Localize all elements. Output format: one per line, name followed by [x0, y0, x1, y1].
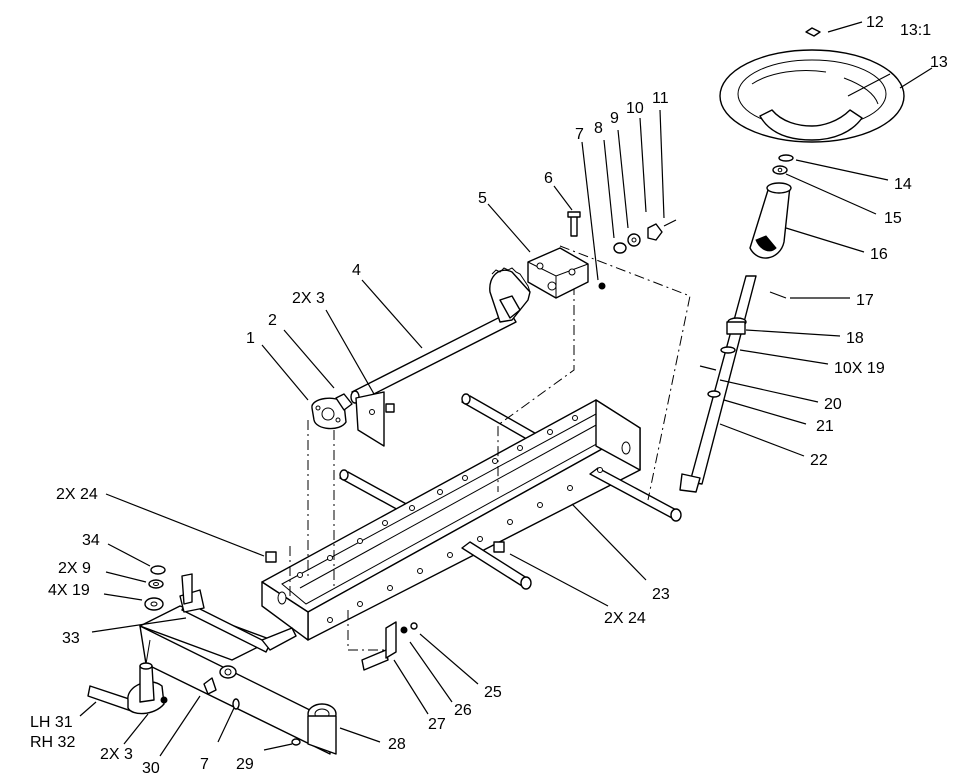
- callout-33: 33: [62, 630, 80, 647]
- callout-30: 30: [142, 760, 160, 777]
- callout-4: 4: [352, 262, 361, 279]
- callout-13-ratio: 13:1: [900, 22, 932, 39]
- tie-rod-33: [179, 573, 297, 653]
- steering-shaft-4: [350, 267, 531, 404]
- hardware-6-11: [567, 211, 677, 290]
- steering-column-22: [679, 275, 787, 493]
- callout-28: 28: [388, 736, 406, 753]
- leader-lines: [79, 21, 933, 757]
- callout-7-bottom: 7: [200, 756, 209, 773]
- callout-27: 27: [428, 716, 446, 733]
- frame-23: [261, 393, 682, 641]
- washer-stack-34-9-19: [144, 565, 166, 611]
- callout-2: 2: [268, 312, 277, 329]
- callout-5: 5: [478, 190, 487, 207]
- callout-11: 11: [652, 90, 669, 107]
- misc-small-parts: [203, 541, 505, 746]
- steering-wheel-13: [719, 27, 905, 143]
- callout-17: 17: [856, 292, 874, 309]
- bracket-assembly-1-2-3: [311, 391, 395, 447]
- callout-10: 10: [626, 100, 644, 117]
- callout-21: 21: [816, 418, 834, 435]
- callout-9: 9: [610, 110, 619, 127]
- callout-15: 15: [884, 210, 902, 227]
- callout-1: 1: [246, 330, 255, 347]
- callout-22: 22: [810, 452, 828, 469]
- callout-34: 34: [82, 532, 100, 549]
- callout-26: 26: [454, 702, 472, 719]
- callout-2x9: 2X 9: [58, 560, 91, 577]
- callout-2x24-left: 2X 24: [56, 486, 98, 503]
- callout-2x3-bottom: 2X 3: [100, 746, 133, 763]
- column-parts-14-16: [749, 154, 794, 259]
- callout-23: 23: [652, 586, 670, 603]
- callout-12: 12: [866, 14, 884, 31]
- callout-6: 6: [544, 170, 553, 187]
- callout-2x24-right: 2X 24: [604, 610, 646, 627]
- callout-14: 14: [894, 176, 912, 193]
- pivot-bracket-5: [527, 247, 589, 299]
- callout-4x19: 4X 19: [48, 582, 90, 599]
- callout-18: 18: [846, 330, 864, 347]
- callout-25: 25: [484, 684, 502, 701]
- callout-2x3-top: 2X 3: [292, 290, 325, 307]
- spindle-31-32: [87, 662, 168, 715]
- callout-20: 20: [824, 396, 842, 413]
- callout-rh32: RH 32: [30, 734, 76, 751]
- callout-16: 16: [870, 246, 888, 263]
- callout-10x19: 10X 19: [834, 360, 885, 377]
- callout-lh31: LH 31: [30, 714, 73, 731]
- callout-8: 8: [594, 120, 603, 137]
- callout-29: 29: [236, 756, 254, 773]
- callout-13: 13: [930, 54, 948, 71]
- callout-7-top: 7: [575, 126, 584, 143]
- alignment-lines: [187, 245, 691, 651]
